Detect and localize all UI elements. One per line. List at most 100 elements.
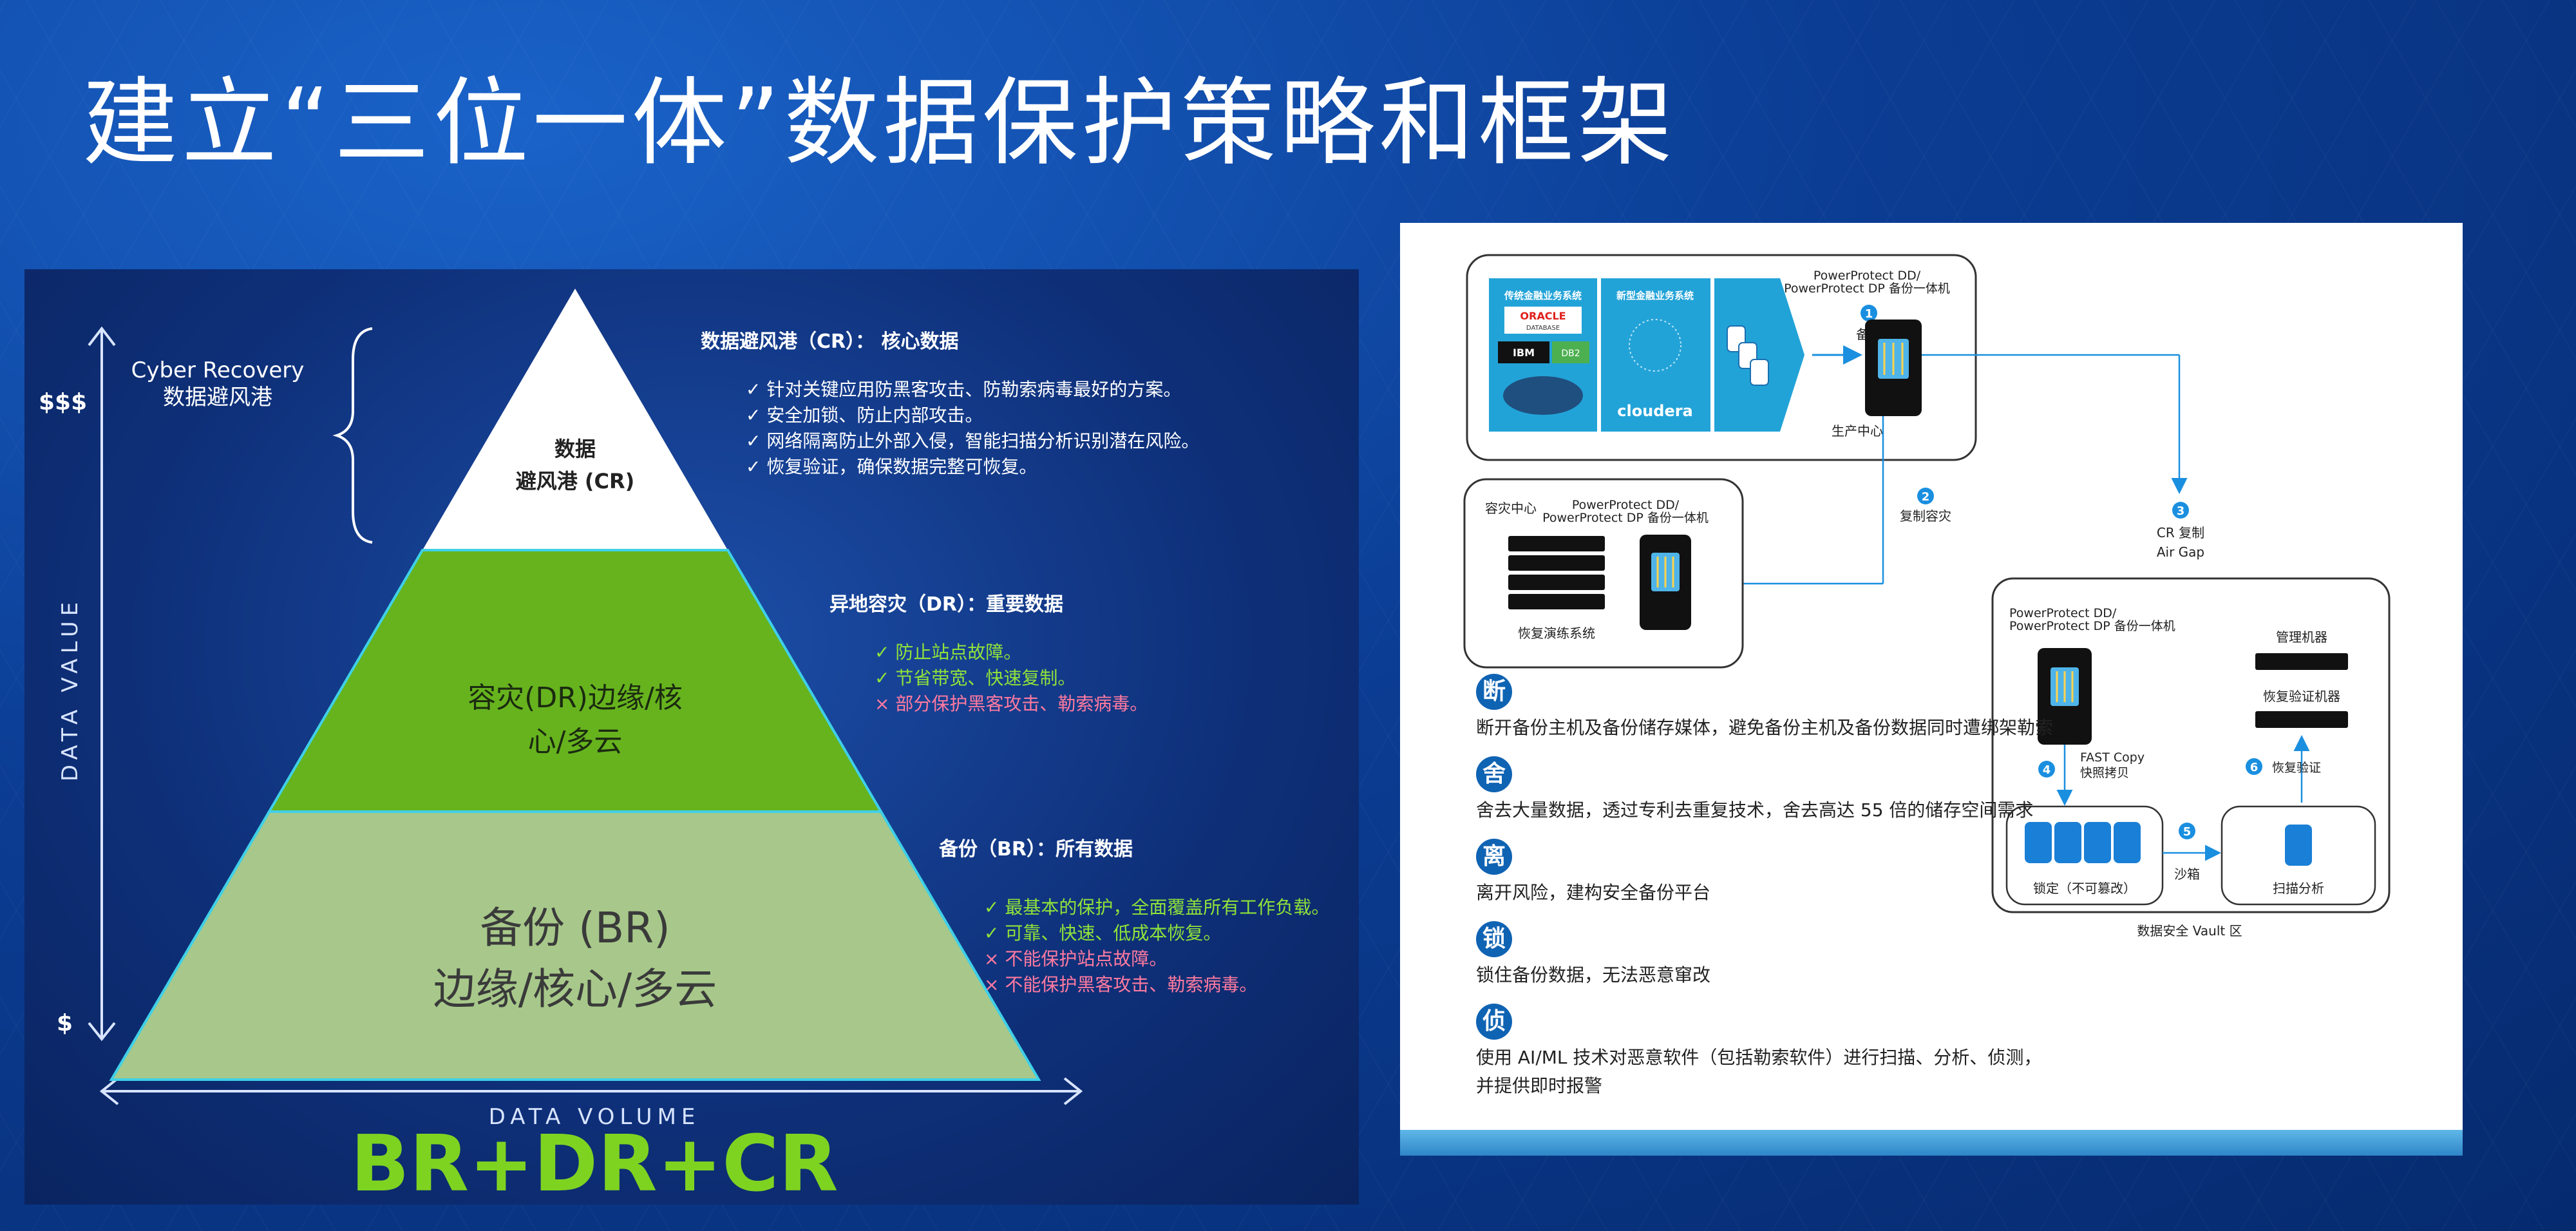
principle-badge: 锁 xyxy=(1476,921,1512,957)
page-title: 建立“三位一体”数据保护策略和框架 xyxy=(82,68,1677,178)
step-2-number: 2 xyxy=(1922,490,1930,504)
dr-pp-line1: PowerProtect DD/ xyxy=(1572,498,1680,512)
new-system-label: 新型金融业务系统 xyxy=(1616,290,1694,301)
pyramid-panel: DATA VALUE DATA VOLUME $$$ $ Cyber Recov… xyxy=(24,269,1359,1205)
dr-heading: 异地容灾（DR）：重要数据 xyxy=(829,593,1063,616)
production-center-label: 生产中心 xyxy=(1832,423,1883,439)
principle-badge: 舍 xyxy=(1476,756,1512,792)
vault-pp-line2: PowerProtect DP 备份一体机 xyxy=(2009,619,2175,633)
principle-text: 舍去大量数据，透过专利去重复技术，舍去高达 55 倍的储存空间需求 xyxy=(1476,799,2034,821)
oracle-text: ORACLE xyxy=(1520,310,1566,322)
principle-text: 离开风险，建构安全备份平台 xyxy=(1476,882,1711,903)
dr-point-ok: ✓ 防止站点故障。 xyxy=(875,642,1021,663)
step-3-number: 3 xyxy=(2177,504,2185,518)
br-heading: 备份（BR）：所有数据 xyxy=(939,838,1133,861)
cr-point: ✓ 安全加锁、防止内部攻击。 xyxy=(746,405,983,426)
step-3-label: CR 复制 xyxy=(2157,525,2204,540)
step-badge xyxy=(2179,823,2195,839)
locked-label: 锁定（不可篡改） xyxy=(2033,881,2136,896)
systems-arrow-panel xyxy=(1714,278,1804,432)
oracle-logo xyxy=(1504,307,1582,334)
cr-point: ✓ 网络隔离防止外部入侵，智能扫描分析识别潜在风险。 xyxy=(746,430,1199,452)
step-3-label: Air Gap xyxy=(2157,544,2204,560)
value-low-label: $ xyxy=(57,1010,73,1036)
pp-label-line1: PowerProtect DD/ xyxy=(1814,269,1921,283)
step-badge xyxy=(1917,488,1934,504)
verify-machine-label: 恢复验证机器 xyxy=(2263,689,2340,704)
x-axis-arrow-left xyxy=(99,1077,119,1105)
mgmt-server-icon xyxy=(2255,653,2348,670)
step-5-number: 5 xyxy=(2183,825,2192,839)
tier-br-label-1: 备份 (BR) xyxy=(480,903,670,953)
pyramid-diagram: DATA VALUE DATA VOLUME $$$ $ Cyber Recov… xyxy=(39,289,1329,1205)
br-dr-cr-banner: BR+DR+CR xyxy=(350,1120,838,1205)
vault-zone-label: 数据安全 Vault 区 xyxy=(2137,923,2242,939)
step-5-label: 沙箱 xyxy=(2174,866,2200,882)
y-axis-arrow-top xyxy=(88,326,116,347)
step-badge xyxy=(1861,305,1877,321)
axis-x-label: DATA VOLUME xyxy=(489,1104,701,1130)
step-6-number: 6 xyxy=(2250,761,2259,774)
step-4-label: 快照拷贝 xyxy=(2080,766,2129,780)
tier-cr-label-2: 避风港 (CR) xyxy=(516,469,635,493)
principle-text: 锁住备份数据，无法恶意窜改 xyxy=(1476,964,1711,986)
step-2-label: 复制容灾 xyxy=(1900,508,1951,524)
axis-y-label: DATA VALUE xyxy=(57,597,83,781)
principle-item: 断 断开备份主机及备份储存媒体，避免备份主机及备份数据同时遭绑架勒索 xyxy=(1476,674,2056,742)
architecture-panel: 传统金融业务系统 新型金融业务系统 ORACLE DATABASE IBM DB… xyxy=(1400,223,2463,1156)
step-4-number: 4 xyxy=(2043,763,2051,777)
ibm-text: IBM xyxy=(1513,347,1535,359)
backup-appliance-icon xyxy=(1865,320,1922,416)
step-1-number: 1 xyxy=(1865,307,1873,321)
panel-bottom-bar xyxy=(1400,1130,2463,1156)
principle-badge: 离 xyxy=(1476,839,1512,875)
scan-cylinder-icon xyxy=(2285,825,2312,866)
vault-pp-line1: PowerProtect DD/ xyxy=(2009,606,2117,620)
cyber-recovery-cn: 数据避风港 xyxy=(163,385,272,410)
step-6-label: 恢复验证 xyxy=(2272,761,2321,775)
brace xyxy=(332,327,373,544)
tier-dr-label-2: 心/多云 xyxy=(528,725,623,758)
restore-drill-label: 恢复演练系统 xyxy=(1518,625,1595,641)
tier-cr xyxy=(422,289,728,550)
principle-item: 侦 使用 AI/ML 技术对恶意软件（包括勒索软件）进行扫描、分析、侦测，并提供… xyxy=(1476,1004,2056,1100)
br-point-ok: ✓ 最基本的保护，全面覆盖所有工作负载。 xyxy=(984,897,1329,918)
principle-item: 离 离开风险，建构安全备份平台 xyxy=(1476,839,2056,907)
principle-text: 断开备份主机及备份储存媒体，避免备份主机及备份数据同时遭绑架勒索 xyxy=(1476,717,2054,738)
dr-point-bad: × 部分保护黑客攻击、勒索病毒。 xyxy=(875,693,1148,714)
y-axis-arrow-bottom xyxy=(88,1022,116,1042)
verify-server-icon xyxy=(2255,711,2348,728)
principle-item: 锁 锁住备份数据，无法恶意窜改 xyxy=(1476,921,2056,989)
principle-badge: 侦 xyxy=(1476,1004,1512,1040)
db2-text: DB2 xyxy=(1561,348,1580,359)
legacy-system-label: 传统金融业务系统 xyxy=(1504,290,1582,301)
br-point-bad: × 不能保护黑客攻击、勒索病毒。 xyxy=(984,974,1257,995)
network-graph-icon xyxy=(1629,319,1681,372)
tier-br-label-2: 边缘/核心/多云 xyxy=(433,964,717,1014)
x-axis-arrow-right xyxy=(1063,1077,1083,1105)
ibm-logo xyxy=(1498,341,1549,363)
dr-point-ok: ✓ 节省带宽、快速复制。 xyxy=(875,667,1075,689)
step-badge xyxy=(2246,758,2262,775)
cr-point: ✓ 针对关键应用防黑客攻击、防勒索病毒最好的方案。 xyxy=(746,379,1181,400)
tier-dr xyxy=(267,549,884,813)
cr-point: ✓ 恢复验证，确保数据完整可恢复。 xyxy=(746,456,1037,477)
principle-badge: 断 xyxy=(1476,674,1512,710)
tier-br xyxy=(109,810,1041,1081)
br-point-bad: × 不能保护站点故障。 xyxy=(984,948,1167,969)
cyber-recovery-en: Cyber Recovery xyxy=(131,358,305,383)
principle-text: 使用 AI/ML 技术对恶意软件（包括勒索软件）进行扫描、分析、侦测，并提供即时… xyxy=(1476,1047,2042,1096)
dr-appliance-icon xyxy=(1640,535,1691,630)
value-high-label: $$$ xyxy=(39,389,87,415)
cr-heading: 数据避风港（CR）： 核心数据 xyxy=(701,330,959,353)
scan-label: 扫描分析 xyxy=(2273,881,2324,896)
dr-center-label: 容灾中心 xyxy=(1485,501,1537,516)
mgmt-machine-label: 管理机器 xyxy=(2276,629,2327,645)
server-rack-icon xyxy=(1508,536,1605,609)
db2-logo xyxy=(1552,341,1589,363)
data-cylinders-icon xyxy=(1727,325,1769,386)
cloud-servers-icon xyxy=(1503,376,1583,415)
dr-pp-line2: PowerProtect DP 备份一体机 xyxy=(1542,511,1709,525)
locked-cylinders-icon xyxy=(2025,822,2141,863)
tier-dr-label-1: 容灾(DR)边缘/核 xyxy=(468,682,683,714)
